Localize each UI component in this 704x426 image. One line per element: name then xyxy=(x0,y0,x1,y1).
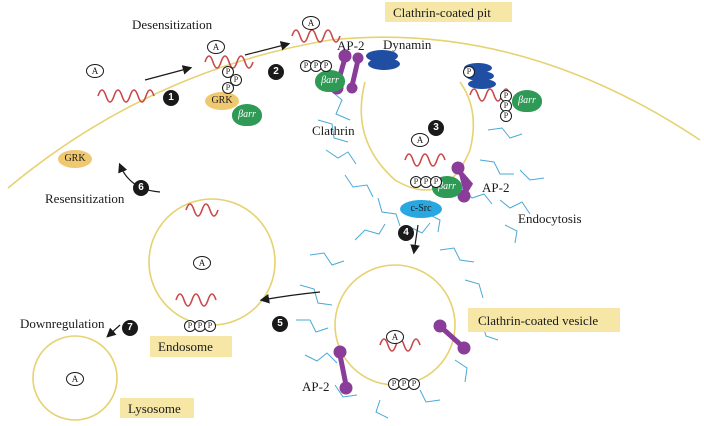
ligand-7: A xyxy=(66,372,84,386)
phosphate: P xyxy=(222,82,234,94)
step-badge-4: 4 xyxy=(398,225,414,241)
receptor-6 xyxy=(185,203,219,217)
receptor-7 xyxy=(175,293,217,307)
phosphate: P xyxy=(500,100,512,112)
clathrin-coated-pit-label: Clathrin-coated pit xyxy=(385,2,512,22)
phosphate: P xyxy=(300,60,312,72)
step-badge-6: 6 xyxy=(133,180,149,196)
grk-bound: GRK xyxy=(205,92,239,110)
step-badge-2: 2 xyxy=(268,64,284,80)
phosphate: P xyxy=(408,378,420,390)
desensitization-label: Desensitization xyxy=(132,17,213,32)
receptor-2 xyxy=(204,55,254,69)
ligand-2: A xyxy=(207,40,225,54)
ligand-3: A xyxy=(302,16,320,30)
ligand-1: A xyxy=(86,64,104,78)
phosphate: P xyxy=(320,60,332,72)
ap2-label-top: AP-2 xyxy=(337,38,365,53)
step-badge-1: 1 xyxy=(163,90,179,106)
ap2-label-bottom: AP-2 xyxy=(302,379,330,394)
clathrin-coated-vesicle-label: Clathrin-coated vesicle xyxy=(468,308,620,332)
grk-free: GRK xyxy=(58,150,92,168)
phosphate: P xyxy=(204,320,216,332)
phosphate: P xyxy=(500,90,512,102)
phosphate: P xyxy=(230,74,242,86)
ligand-4: A xyxy=(411,133,429,147)
receptor-1 xyxy=(97,89,155,103)
phosphate: P xyxy=(500,110,512,122)
step-badge-3: 3 xyxy=(428,120,444,136)
step-badge-7: 7 xyxy=(122,320,138,336)
lysosome-membrane xyxy=(32,335,118,421)
dynamin-label: Dynamin xyxy=(383,37,432,52)
phosphate: P xyxy=(430,176,442,188)
plasma-membrane xyxy=(7,36,701,189)
phosphate: P xyxy=(463,66,475,78)
lysosome-label: Lysosome xyxy=(120,398,194,418)
barr-3: βarr xyxy=(512,90,542,112)
flow-arrows xyxy=(106,41,420,338)
ap2-complexes xyxy=(330,49,474,395)
clathrin-label: Clathrin xyxy=(312,123,355,138)
step-badge-5: 5 xyxy=(272,316,288,332)
resensitization-label: Resensitization xyxy=(45,191,125,206)
ligand-6: A xyxy=(386,330,404,344)
ligand-5: A xyxy=(193,256,211,270)
c-src: c-Src xyxy=(400,200,442,218)
endosome-membrane xyxy=(148,198,276,326)
receptor-5 xyxy=(404,153,446,167)
barr-1: βarr xyxy=(232,104,262,126)
downregulation-label: Downregulation xyxy=(20,316,105,331)
ap2-label-mid: AP-2 xyxy=(482,180,510,195)
dynamin-rings xyxy=(366,50,496,89)
endocytosis-label: Endocytosis xyxy=(518,211,582,226)
receptor-3 xyxy=(291,29,341,43)
clathrin-lattice-pit xyxy=(317,89,545,244)
endosome-label: Endosome xyxy=(150,336,232,357)
coated-pit-membrane xyxy=(360,81,475,191)
barr-2: βarr xyxy=(315,70,345,92)
